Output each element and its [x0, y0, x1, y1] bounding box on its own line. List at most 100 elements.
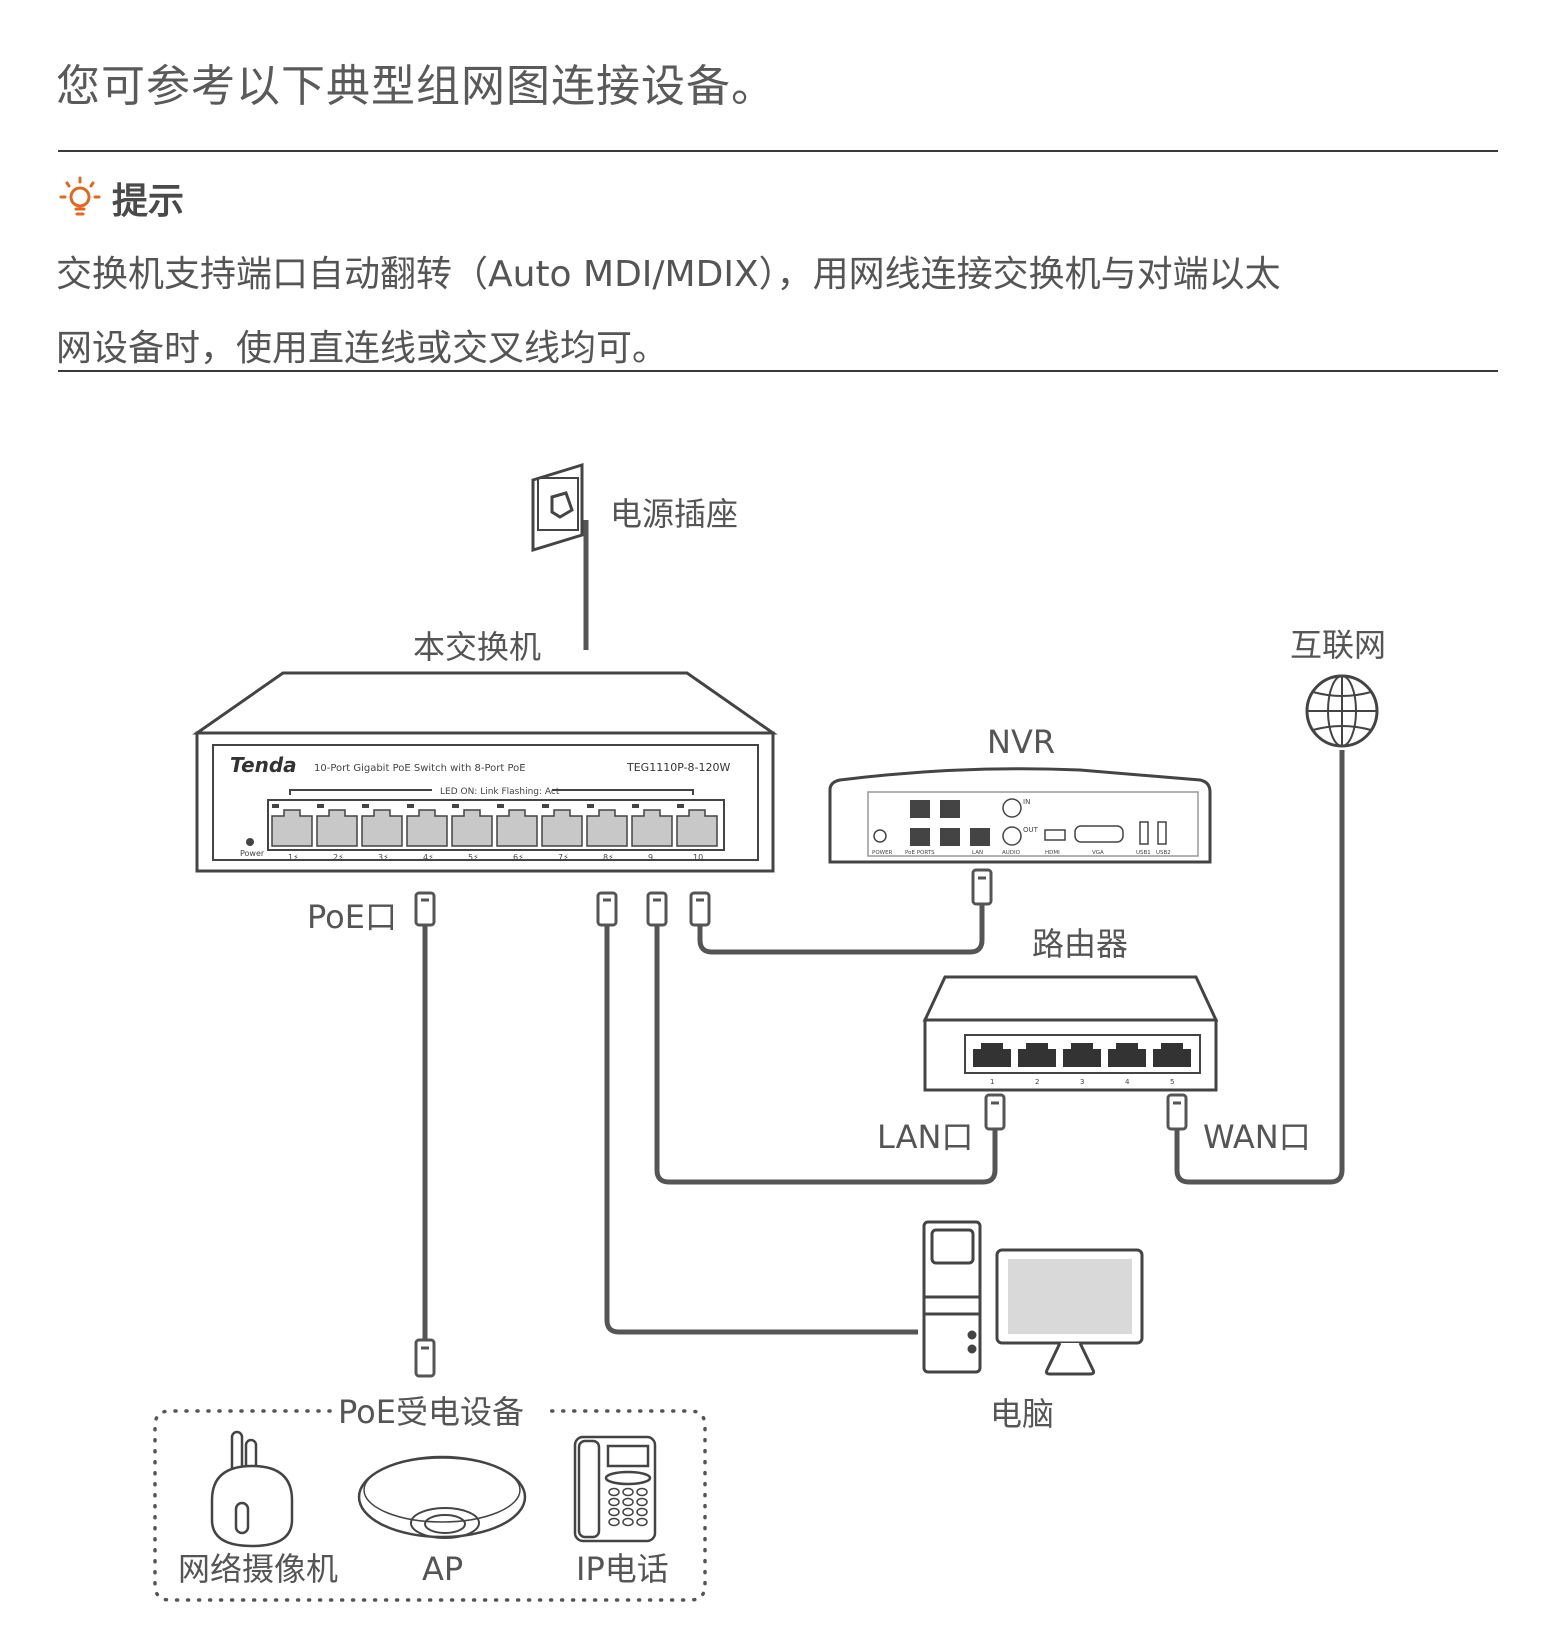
switch-port-label: 10: [693, 853, 703, 862]
switch-brand-logo: Tenda: [230, 753, 297, 777]
divider-top: [58, 150, 1498, 152]
plug-nvr: [971, 868, 993, 906]
nvr-audio-out: OUT: [1023, 826, 1039, 834]
power-outlet-label: 电源插座: [610, 495, 738, 533]
pc-label: 电脑: [990, 1395, 1054, 1433]
rj45-port-icon: [316, 809, 358, 847]
port-led: [632, 804, 639, 808]
switch-port-label: 1⚡: [288, 853, 299, 862]
switch-port: 4⚡: [406, 804, 448, 862]
port-led: [677, 804, 684, 808]
port-led: [587, 804, 594, 808]
switch-port-label: 9: [648, 853, 653, 862]
plug-lan: [646, 891, 668, 927]
router-port-label: 3: [1080, 1078, 1084, 1086]
rj45-port-icon: [451, 809, 493, 847]
lightbulb-icon: [59, 176, 101, 216]
switch-port: 7⚡: [541, 804, 583, 862]
switch-port-label: 6⚡: [513, 853, 524, 862]
globe-icon: [1305, 674, 1379, 748]
port-led: [362, 804, 369, 808]
tip-title: 提示: [112, 181, 185, 222]
poe-device-ap-label: AP: [422, 1550, 463, 1588]
router-port: 3: [1063, 1043, 1101, 1086]
rj45-port-icon: [1063, 1043, 1101, 1067]
switch-port-label: 3⚡: [378, 853, 389, 862]
port-led: [317, 804, 324, 808]
poe-port-label: PoE口: [307, 898, 397, 936]
divider-bottom: [58, 370, 1498, 372]
poe-devices-group-label: PoE受电设备: [338, 1393, 524, 1431]
router-port-label: 5: [1170, 1078, 1174, 1086]
port-led: [452, 804, 459, 808]
router-lan-cable: [654, 920, 998, 1185]
pc-cable: [604, 920, 918, 1335]
switch-port: 9: [631, 804, 673, 862]
switch-port: 3⚡: [361, 804, 403, 862]
switch-led-legend: LED ON: Link Flashing: Act: [440, 787, 560, 797]
router-device: [922, 975, 1219, 1092]
power-outlet-icon: [531, 462, 584, 553]
tip-body: 交换机支持端口自动翻转（Auto MDI/MDIX），用网线连接交换机与对端以太…: [56, 238, 1506, 386]
switch-label: 本交换机: [413, 628, 541, 666]
rj45-port-icon: [631, 809, 673, 847]
rj45-plugs: [414, 868, 1188, 1378]
nvr-port-label: USB2: [1156, 850, 1171, 856]
rj45-port-icon: [496, 809, 538, 847]
monitor-icon: [995, 1248, 1144, 1376]
internet-label: 互联网: [1290, 626, 1386, 664]
nvr-label: NVR: [987, 723, 1055, 761]
plug-poe-device: [414, 1338, 436, 1378]
switch-port: 10: [676, 804, 718, 862]
wan-port-label: WAN口: [1203, 1118, 1311, 1156]
router-label: 路由器: [1032, 925, 1128, 963]
switch-port-label: 8⚡: [603, 853, 614, 862]
rj45-port-icon: [361, 809, 403, 847]
switch-power-led: [246, 838, 254, 846]
rj45-port-icon: [973, 1043, 1011, 1067]
plug-nvr-sw: [689, 891, 711, 927]
switch-port-label: 5⚡: [468, 853, 479, 862]
nvr-port-label: PoE PORTS: [905, 850, 935, 856]
switch-port: 5⚡: [451, 804, 493, 862]
pc-tower-icon: [922, 1220, 982, 1374]
switch-port-label: 2⚡: [333, 853, 344, 862]
rj45-port-icon: [541, 809, 583, 847]
switch-power-label: Power: [240, 849, 265, 858]
nvr-cable: [697, 905, 985, 955]
router-port: 1: [973, 1043, 1011, 1086]
poe-device-camera-label: 网络摄像机: [178, 1550, 338, 1588]
nvr-port-label: USB1: [1136, 850, 1151, 856]
nvr-port-label: AUDIO: [1002, 850, 1021, 856]
router-ports: 1 2 3 4 5: [973, 1043, 1191, 1086]
tip-header: 提示: [58, 172, 184, 224]
plug-router-lan: [984, 1093, 1006, 1131]
switch-description: 10-Port Gigabit PoE Switch with 8-Port P…: [314, 763, 526, 774]
switch-ports: 1⚡ 2⚡ 3⚡ 4⚡ 5⚡ 6⚡ 7⚡ 8⚡ 9 10: [271, 804, 718, 862]
lan-port-label: LAN口: [877, 1118, 973, 1156]
nvr-device: [828, 767, 1212, 864]
ip-phone-icon: [573, 1435, 657, 1543]
rj45-port-icon: [586, 809, 628, 847]
rj45-port-icon: [406, 809, 448, 847]
rj45-port-icon: [1153, 1043, 1191, 1067]
nvr-port-label: VGA: [1092, 850, 1104, 856]
poe-device-phone-label: IP电话: [576, 1550, 669, 1588]
router-port: 2: [1018, 1043, 1056, 1086]
switch-port-label: 4⚡: [423, 853, 434, 862]
rj45-port-icon: [676, 809, 718, 847]
rj45-port-icon: [271, 809, 313, 847]
router-port: 5: [1153, 1043, 1191, 1086]
port-led: [272, 804, 279, 808]
poe-devices-group-border: [153, 1409, 707, 1602]
ip-camera-icon: [210, 1430, 294, 1548]
wan-cable: [1174, 750, 1345, 1185]
router-port-label: 2: [1035, 1078, 1039, 1086]
nvr-port-label: LAN: [972, 850, 983, 856]
plug-poe: [414, 891, 436, 927]
plug-pc: [596, 891, 618, 927]
router-port-label: 4: [1125, 1078, 1130, 1086]
rj45-port-icon: [1108, 1043, 1146, 1067]
